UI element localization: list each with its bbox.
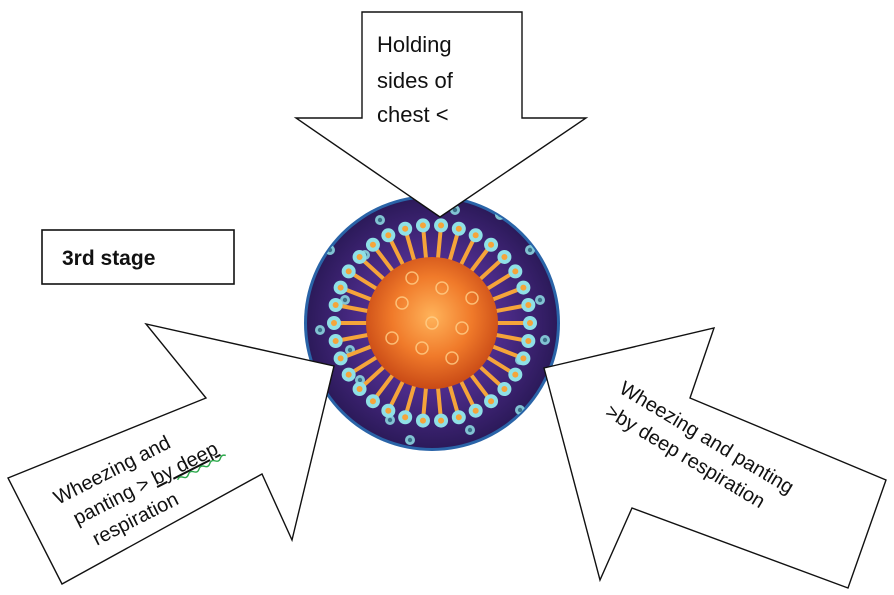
virus-spike-tip-center xyxy=(420,418,426,424)
virus-particle-core xyxy=(518,408,522,412)
virus-spike-tip-center xyxy=(333,338,339,344)
virus-icon xyxy=(304,195,560,451)
virus-spike-tip-center xyxy=(488,398,494,404)
virus-spike-tip-center xyxy=(402,414,408,420)
virus-particle-core xyxy=(408,438,412,442)
virus-spike-tip-center xyxy=(357,386,363,392)
virus-particle-core xyxy=(388,418,392,422)
stage-label: 3rd stage xyxy=(62,247,155,270)
virus-spike-tip-center xyxy=(501,254,507,260)
virus-spike-tip-center xyxy=(512,268,518,274)
virus-spike-tip-center xyxy=(370,242,376,248)
virus-spike-tip-center xyxy=(456,414,462,420)
virus-particle xyxy=(495,435,505,445)
left-arrow: Wheezing and panting > by deep respirati… xyxy=(8,324,334,584)
virus-particle-core xyxy=(543,338,547,342)
virus-spike-tip-center xyxy=(385,232,391,238)
virus-spike-tip-center xyxy=(438,418,444,424)
virus-spike-tip-center xyxy=(438,222,444,228)
virus-spike-tip-center xyxy=(420,222,426,228)
virus-spike-tip-center xyxy=(488,242,494,248)
virus-spike-tip-center xyxy=(331,320,337,326)
right-arrow: Wheezing and panting >by deep respiratio… xyxy=(544,328,886,588)
top-arrow-line-2: sides of xyxy=(377,68,454,93)
virus-spike-tip-center xyxy=(520,285,526,291)
virus-spike-tip-center xyxy=(473,408,479,414)
virus-spike-tip-center xyxy=(346,268,352,274)
virus-spike-tip-center xyxy=(357,254,363,260)
virus-particle-core xyxy=(498,438,502,442)
virus-particle-core xyxy=(318,328,322,332)
virus-spike-tip-center xyxy=(456,226,462,232)
virus-spike-tip-center xyxy=(527,320,533,326)
top-arrow-line-3: chest < xyxy=(377,102,449,127)
virus-spike-tip-center xyxy=(520,355,526,361)
virus-spike-tip-center xyxy=(338,285,344,291)
virus-spike-tip-center xyxy=(370,398,376,404)
virus-particle-core xyxy=(343,298,347,302)
virus-spike-tip-center xyxy=(501,386,507,392)
virus-particle-core xyxy=(528,248,532,252)
virus-particle-core xyxy=(468,428,472,432)
virus-particle-core xyxy=(538,298,542,302)
top-arrow-line-1: Holding xyxy=(377,32,452,57)
virus-core xyxy=(366,257,498,389)
virus-particle-core xyxy=(378,218,382,222)
stage-label-box: 3rd stage xyxy=(42,230,234,284)
virus-spike-tip-center xyxy=(512,372,518,378)
virus-spike-tip-center xyxy=(525,338,531,344)
virus-spike-tip-center xyxy=(338,355,344,361)
virus-spike-tip-center xyxy=(333,302,339,308)
virus-particle-core xyxy=(358,378,362,382)
virus-spike-tip-center xyxy=(402,226,408,232)
top-arrow: Holding sides of chest < xyxy=(296,12,586,217)
virus-spike-tip-center xyxy=(473,232,479,238)
virus-spike-tip-center xyxy=(525,302,531,308)
virus-spike-tip-center xyxy=(385,408,391,414)
virus-spike-tip-center xyxy=(346,372,352,378)
virus-particle-core xyxy=(348,348,352,352)
